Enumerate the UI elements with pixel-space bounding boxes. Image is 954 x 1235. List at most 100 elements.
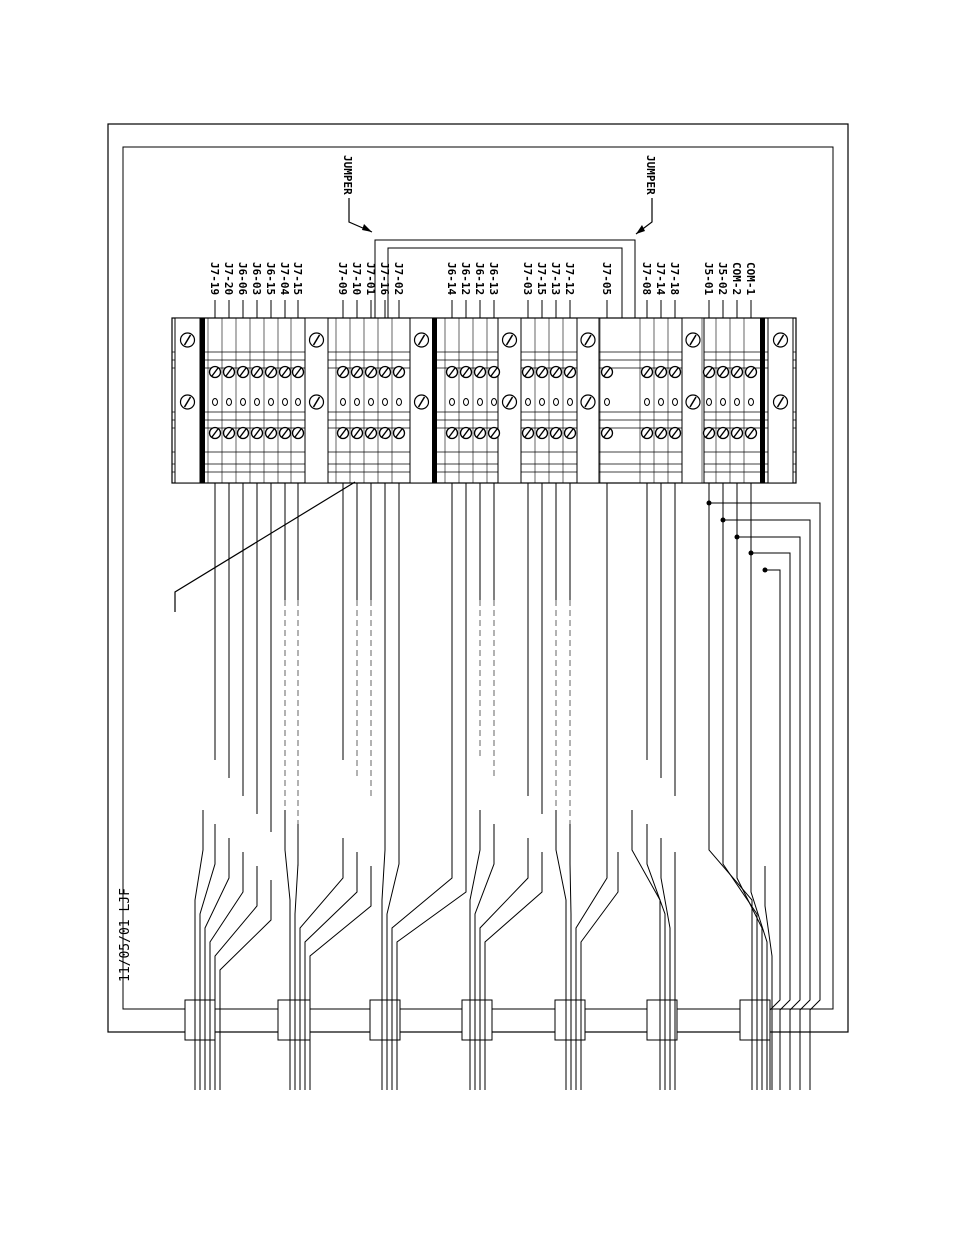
test-point [706, 398, 712, 406]
wire-route [575, 838, 608, 1090]
wire-route [555, 810, 567, 1090]
screw-slot [538, 367, 546, 377]
wire-route [204, 838, 230, 1090]
terminal-label: J7-08 [640, 262, 653, 295]
test-point [354, 398, 360, 406]
screw-slot [552, 367, 560, 377]
wire-route [284, 810, 291, 1090]
screw-slot [183, 334, 192, 346]
screw-slot [505, 396, 514, 408]
screw-slot [689, 396, 697, 408]
screw-slot [671, 367, 679, 377]
screw-slot [584, 396, 592, 408]
screw-slot [566, 428, 574, 438]
wire-route [646, 824, 666, 1090]
terminal-label: J7-14 [654, 262, 667, 295]
test-point [734, 398, 740, 406]
wire-route [709, 502, 821, 1090]
screw-slot [462, 428, 470, 438]
cable-exit [461, 999, 493, 1041]
separator-bar [200, 318, 205, 483]
screw-slot [719, 428, 727, 438]
terminal-label: J6-06 [236, 262, 249, 295]
wire-route [736, 838, 763, 1090]
test-point [449, 398, 455, 406]
screw-slot [747, 428, 755, 438]
terminal-label: J6-14 [445, 262, 458, 295]
screw-slot [367, 428, 375, 438]
terminal-label: J7-03 [521, 262, 534, 295]
screw-slot [448, 367, 456, 377]
wire-route [660, 838, 671, 1090]
test-point [553, 398, 559, 406]
wire-route [722, 824, 758, 1090]
screw-slot [733, 367, 741, 377]
screw-slot [417, 396, 426, 408]
jumper-left: JUMPER [341, 155, 373, 233]
wire-route [391, 838, 453, 1090]
terminal-label: J7-01 [364, 262, 377, 295]
test-point [340, 398, 346, 406]
test-point [295, 398, 301, 406]
terminal-label: COM-2 [730, 262, 743, 295]
wire-route [723, 519, 811, 1090]
screw-slot [476, 367, 484, 377]
cable-exit [369, 999, 401, 1041]
terminal-label: COM-1 [744, 262, 757, 295]
wire-route [309, 866, 372, 1090]
screw-slot [183, 396, 192, 408]
terminal-label: J7-15 [535, 262, 548, 295]
test-point [644, 398, 650, 406]
terminal-label: J7-13 [549, 262, 562, 295]
terminal-label: J7-16 [378, 262, 391, 295]
jumper-bar [374, 239, 636, 318]
test-point [491, 398, 497, 406]
screw-slot [733, 428, 741, 438]
junction-dot [748, 550, 754, 556]
jumper-right: JUMPER [635, 155, 657, 235]
wire-route [194, 810, 204, 1090]
cable-exits [184, 999, 771, 1041]
terminal-label: J7-02 [392, 262, 405, 295]
cable-exit [646, 999, 678, 1041]
screw-slot [339, 428, 347, 438]
screw-slot [689, 334, 697, 346]
screw-slot [538, 428, 546, 438]
screw-slot [239, 428, 247, 438]
screw-slot [490, 367, 498, 377]
screw-slot [281, 428, 289, 438]
screw-slot [395, 367, 403, 377]
screw-slot [671, 428, 679, 438]
terminal-label: J6-13 [487, 262, 500, 295]
junction-dot [762, 567, 768, 573]
wire-route [737, 536, 801, 1090]
wire-route [765, 569, 781, 1090]
screw-slot [253, 428, 261, 438]
test-point [368, 398, 374, 406]
terminal-label: J7-15 [291, 262, 304, 295]
screw-slot [524, 428, 532, 438]
screw-slot [476, 428, 484, 438]
test-point [748, 398, 754, 406]
wire-route [750, 852, 768, 1090]
wire-route [209, 852, 244, 1090]
wire-route [214, 866, 258, 1090]
screw-slot [603, 367, 611, 377]
wire-route [474, 824, 495, 1090]
screw-slot [294, 367, 302, 377]
screw-slot [353, 428, 361, 438]
test-point [282, 398, 288, 406]
screw-slot [552, 428, 560, 438]
screw-slot [339, 367, 347, 377]
screw-slot [657, 367, 665, 377]
terminal-label: J6-12 [473, 262, 486, 295]
terminal-label: J5-02 [716, 262, 729, 295]
wire-route [381, 810, 386, 1090]
screw-slot [505, 334, 514, 346]
screw-slot [776, 396, 785, 408]
screw-slot [353, 367, 361, 377]
wire-route [484, 852, 543, 1090]
separator-bar [432, 318, 437, 483]
terminal-strip [171, 317, 797, 484]
